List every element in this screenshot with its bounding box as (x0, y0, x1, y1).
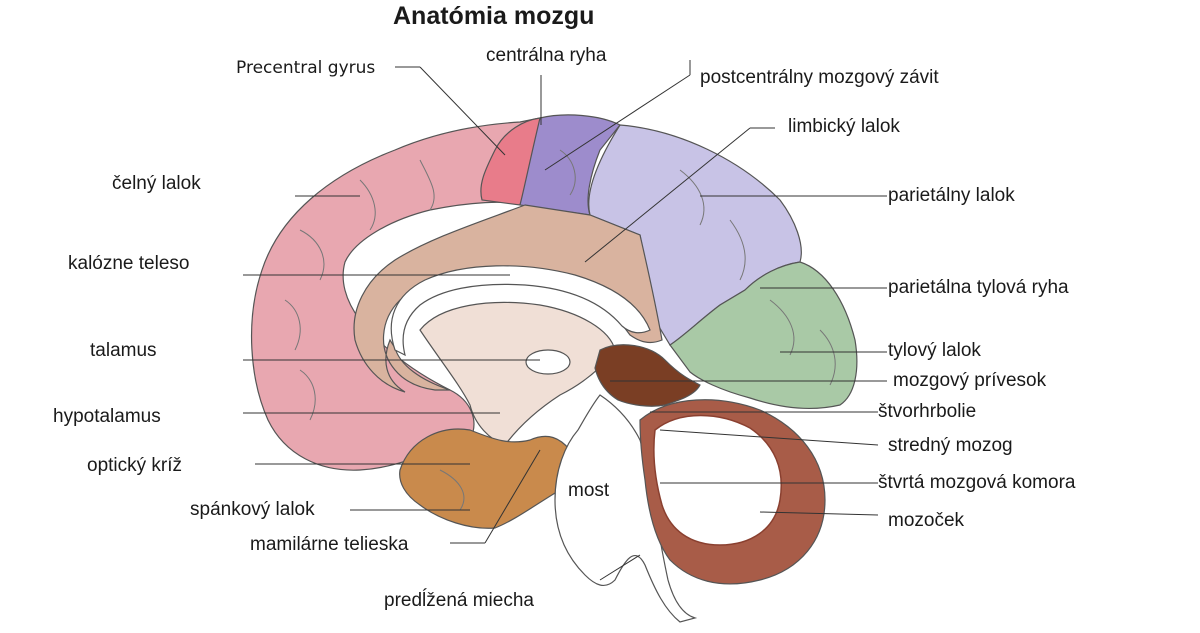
label-parietalna-tylova: parietálna tylová ryha (888, 277, 1069, 298)
occipital-lobe (669, 261, 858, 410)
label-tylovy: tylový lalok (888, 340, 981, 361)
label-centralna-ryha: centrálna ryha (486, 45, 607, 66)
page-title: Anatómia mozgu (393, 2, 595, 30)
thalamus-oval (525, 349, 571, 375)
label-most: most (568, 480, 610, 501)
label-talamus: talamus (90, 340, 157, 361)
label-mozocek: mozoček (888, 510, 965, 531)
label-parietalny: parietálny lalok (888, 185, 1015, 206)
thalamus-region (419, 301, 616, 446)
label-precentral-gyrus: Precentral gyrus (236, 58, 376, 78)
label-prives: mozgový prívesok (893, 370, 1047, 391)
label-kalozne: kalózne teleso (68, 253, 190, 274)
pituitary-region (594, 344, 701, 407)
label-limbicky: limbický lalok (788, 116, 900, 137)
label-hypotalamus: hypotalamus (53, 406, 161, 427)
cerebellum-inner (653, 414, 782, 546)
label-spankovy: spánkový lalok (190, 499, 315, 520)
limbic-lobe (353, 204, 663, 393)
label-mamilarne: mamilárne telieska (250, 534, 409, 555)
label-predlzena: predĺžená miecha (384, 590, 534, 611)
label-postcentralny: postcentrálny mozgový závit (700, 67, 939, 88)
label-opticky: optický kríž (87, 455, 183, 476)
leader-lines (243, 60, 887, 581)
temporal-lobe (399, 428, 576, 529)
label-stredny: stredný mozog (888, 435, 1013, 456)
postcentral-gyrus-region (519, 114, 621, 216)
label-stvrta: štvrtá mozgová komora (878, 472, 1076, 493)
label-stvorhrbolie: štvorhrbolie (878, 401, 977, 422)
label-celny: čelný lalok (112, 173, 201, 194)
